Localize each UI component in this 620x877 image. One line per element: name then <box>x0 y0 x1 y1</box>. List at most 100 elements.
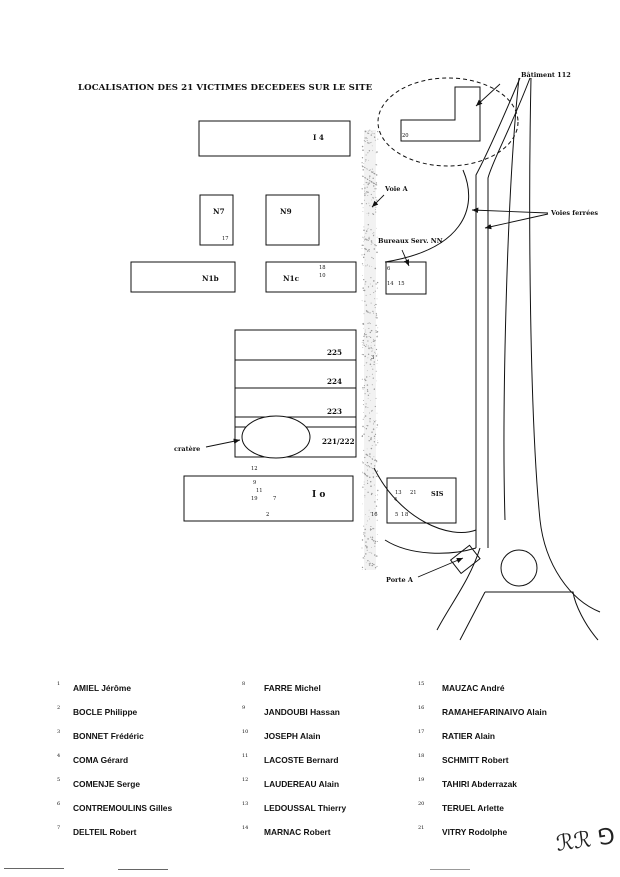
road-speckle <box>363 472 366 475</box>
road-speckle <box>374 307 376 309</box>
road-speckle <box>368 169 370 171</box>
road-speckle <box>362 265 364 266</box>
road-speckle <box>366 448 368 450</box>
road-speckle <box>376 298 378 300</box>
road-speckle <box>370 437 372 439</box>
road-speckle <box>375 444 377 446</box>
road-speckle <box>375 355 378 357</box>
road-speckle <box>375 182 378 184</box>
road-speckle <box>372 258 374 260</box>
road-speckle <box>375 152 377 154</box>
footer-divider <box>4 868 64 869</box>
road-speckle <box>368 435 370 437</box>
road-speckle <box>371 366 373 367</box>
road-speckle <box>363 184 365 185</box>
road-speckle <box>361 566 364 569</box>
road-speckle <box>373 484 375 486</box>
road-speckle <box>371 242 373 244</box>
road-speckle <box>368 563 370 565</box>
road-speckle <box>361 435 363 437</box>
road-speckle <box>366 361 368 363</box>
road-speckle <box>367 480 368 482</box>
road-speckle <box>367 520 368 522</box>
road-speckle <box>366 384 369 386</box>
road-speckle <box>365 553 367 555</box>
road-speckle <box>375 370 377 372</box>
road-speckle <box>367 194 369 196</box>
road-speckle <box>376 227 377 229</box>
road-speckle <box>374 501 376 503</box>
road-speckle <box>368 159 370 161</box>
road-speckle <box>363 334 366 336</box>
road-speckle <box>363 525 365 527</box>
road-speckle <box>372 310 374 313</box>
road-speckle <box>375 208 376 210</box>
road-speckle <box>368 552 370 553</box>
road-speckle <box>377 442 379 444</box>
road-speckle <box>361 248 363 249</box>
road-speckle <box>361 202 363 205</box>
road-speckle <box>376 519 378 521</box>
road-speckle <box>364 378 366 381</box>
road-speckle <box>363 237 365 239</box>
road-speckle <box>375 555 377 557</box>
road-speckle <box>376 287 378 289</box>
road-speckle <box>370 525 372 528</box>
road-speckle <box>373 171 375 173</box>
road-speckle <box>364 329 366 331</box>
road-speckle <box>374 298 376 300</box>
road-speckle <box>373 312 375 314</box>
road-speckle <box>364 464 366 466</box>
road-speckle <box>371 145 373 147</box>
road-speckle <box>364 488 366 490</box>
road-speckle <box>370 347 372 349</box>
road-speckle <box>369 323 371 325</box>
road-speckle <box>373 420 375 422</box>
road-speckle <box>376 475 378 477</box>
road-speckle <box>375 348 378 351</box>
road-speckle <box>363 226 365 228</box>
marker-7: 7 <box>273 496 277 502</box>
road-speckle <box>366 465 368 467</box>
road-speckle <box>369 205 371 207</box>
road-speckle <box>372 234 375 237</box>
road-speckle <box>361 378 363 380</box>
road-speckle <box>366 178 369 180</box>
road-speckle <box>375 196 377 198</box>
road-speckle <box>374 567 377 569</box>
road-speckle <box>367 224 369 226</box>
road-speckle <box>365 568 366 570</box>
road-speckle <box>375 505 378 507</box>
road-speckle <box>369 561 370 563</box>
road-speckle <box>370 193 372 196</box>
road-speckle <box>370 485 372 487</box>
marker-10: 10 <box>319 273 326 279</box>
road-speckle <box>373 361 375 363</box>
road-speckle <box>369 420 371 422</box>
marker-20: 20 <box>402 133 409 139</box>
road-speckle <box>362 342 364 343</box>
road-speckle <box>367 398 369 399</box>
road-speckle <box>361 461 363 463</box>
road-speckle <box>364 187 366 189</box>
road-speckle <box>367 138 368 139</box>
road-speckle <box>365 545 367 547</box>
road-speckle <box>367 345 369 347</box>
batiment-112-building <box>400 86 481 142</box>
road-speckle <box>362 418 364 420</box>
road-speckle <box>367 465 369 467</box>
road-speckle <box>362 471 364 473</box>
road-speckle <box>370 134 373 136</box>
road-speckle <box>373 563 375 566</box>
road-speckle <box>373 540 375 542</box>
road-speckle <box>367 249 369 252</box>
road-speckle <box>371 350 373 352</box>
road-speckle <box>372 368 374 370</box>
road-speckle <box>371 492 373 495</box>
road-speckle <box>371 538 373 541</box>
road-speckle <box>369 169 371 171</box>
road-speckle <box>371 373 373 375</box>
road-speckle <box>376 317 378 319</box>
road-speckle <box>372 243 374 245</box>
